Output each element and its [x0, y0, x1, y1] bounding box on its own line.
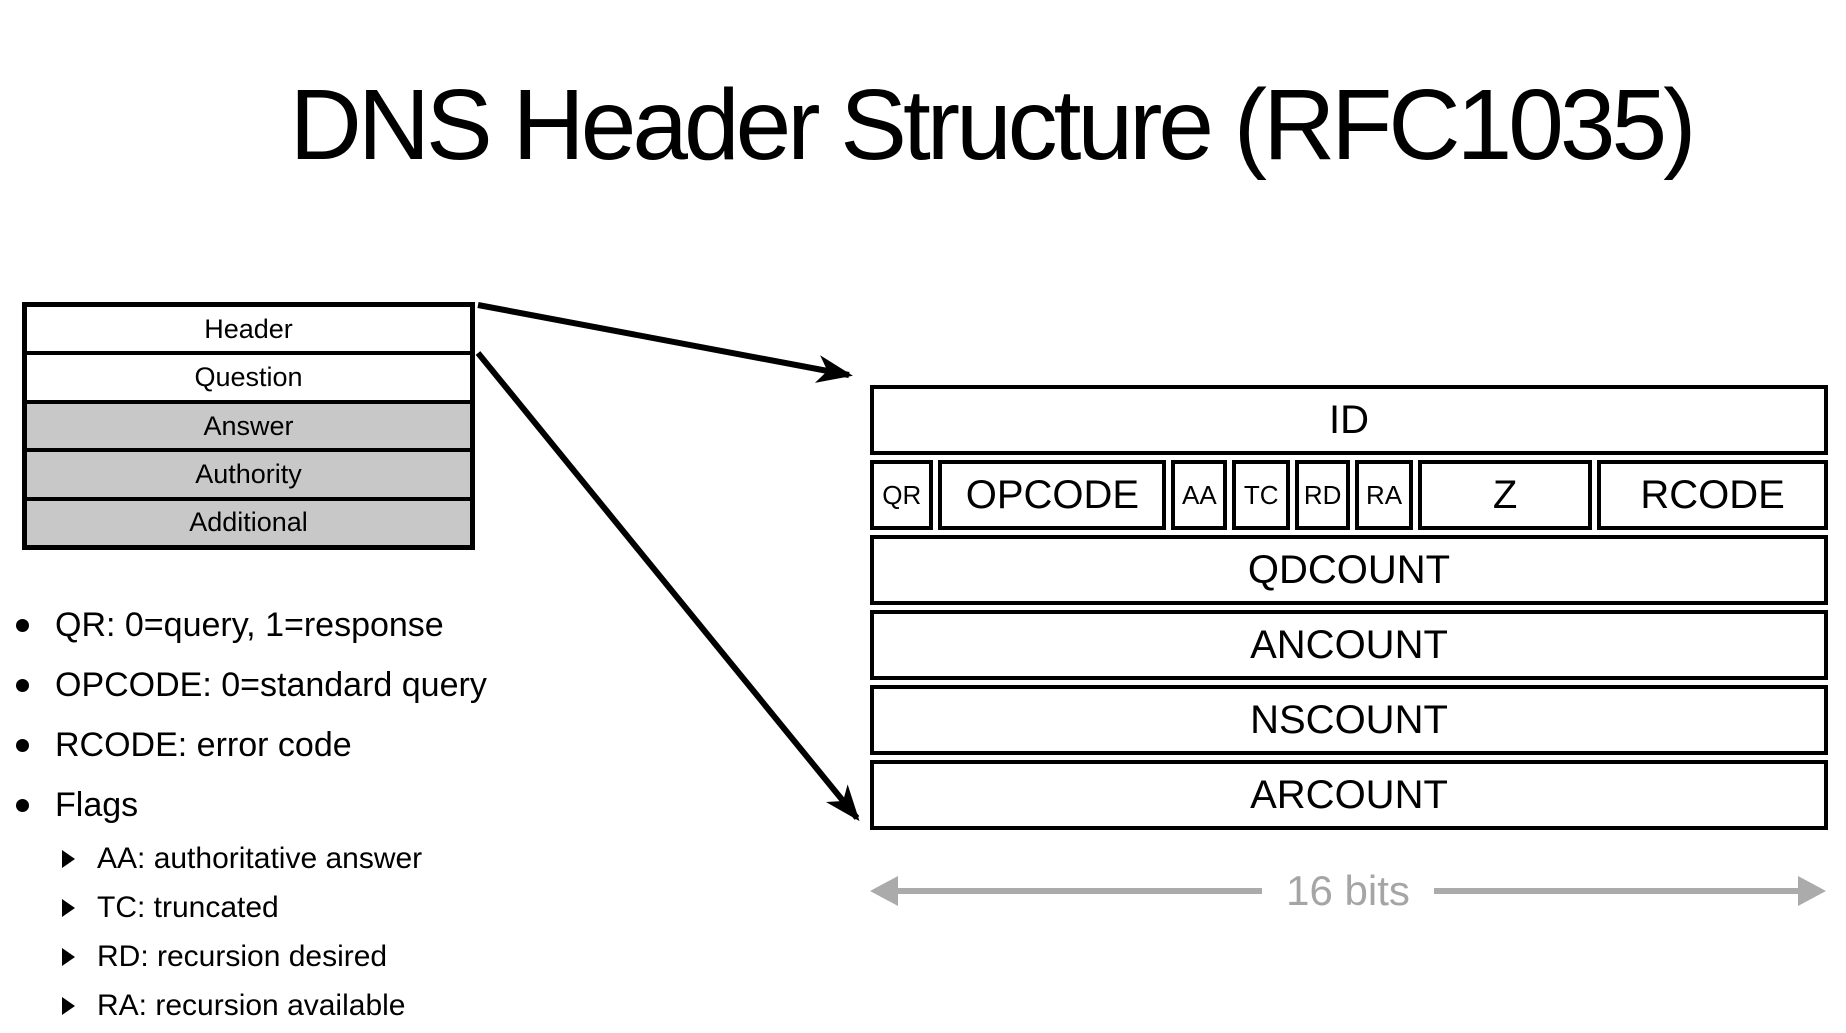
triangle-bullet-icon	[62, 899, 75, 917]
flag-cell-aa: AA	[1171, 460, 1228, 530]
flag-note-item: RD: recursion desired	[60, 938, 710, 975]
bullet-dot-icon	[16, 619, 29, 632]
field-label: ANCOUNT	[1250, 622, 1448, 667]
note-text: RA: recursion available	[97, 989, 406, 1022]
bit-width-label: 16 bits	[1286, 867, 1410, 914]
note-text: TC: truncated	[97, 891, 279, 924]
bullet-dot-icon	[16, 739, 29, 752]
measure-line-left	[898, 888, 1263, 894]
note-item: Flags	[10, 784, 710, 826]
msg-row-label: Authority	[195, 458, 302, 489]
msg-row-label: Question	[194, 362, 303, 393]
field-row-arcount: ARCOUNT	[870, 760, 1828, 830]
flag-cell-rd: RD	[1295, 460, 1351, 530]
triangle-bullet-icon	[62, 948, 75, 966]
msg-row-label: Answer	[203, 410, 294, 441]
message-structure-table: Header Question Answer Authority Additio…	[22, 302, 475, 550]
triangle-bullet-icon	[62, 997, 75, 1015]
msg-row-question: Question	[27, 351, 470, 400]
msg-row-header: Header	[27, 307, 470, 352]
note-item: QR: 0=query, 1=response	[10, 604, 710, 646]
note-text: Flags	[55, 786, 139, 824]
note-text: OPCODE: 0=standard query	[55, 666, 487, 704]
flag-cell-z: Z	[1417, 460, 1593, 530]
msg-row-answer: Answer	[27, 399, 470, 449]
note-item: RCODE: error code	[10, 724, 710, 766]
note-text: RCODE: error code	[55, 726, 352, 764]
bit-width-measure: 16 bits	[870, 867, 1826, 915]
flag-cell-rcode: RCODE	[1597, 460, 1828, 530]
field-label: ARCOUNT	[1250, 772, 1448, 817]
measure-line-right	[1433, 888, 1798, 894]
page-title: DNS Header Structure (RFC1035)	[289, 69, 1697, 181]
msg-row-label: Additional	[189, 507, 308, 538]
notes-list: QR: 0=query, 1=response OPCODE: 0=standa…	[10, 604, 710, 844]
flag-notes-list: AA: authoritative answer TC: truncated R…	[60, 840, 710, 1033]
msg-row-label: Header	[204, 313, 293, 344]
flag-note-item: AA: authoritative answer	[60, 840, 710, 877]
right-arrowhead-icon	[1798, 876, 1826, 906]
field-label: NSCOUNT	[1250, 697, 1448, 742]
msg-row-additional: Additional	[27, 496, 470, 546]
bullet-dot-icon	[16, 799, 29, 812]
flags-row: QR OPCODE AA TC RD RA Z RCODE	[870, 460, 1828, 530]
expansion-arrow-top	[477, 302, 853, 383]
flag-cell-tc: TC	[1232, 460, 1291, 530]
flag-cell-opcode: OPCODE	[938, 460, 1167, 530]
flag-note-item: TC: truncated	[60, 889, 710, 926]
dns-header-table: ID QR OPCODE AA TC RD RA Z RCODE QDCOUNT…	[870, 385, 1828, 830]
left-arrowhead-icon	[870, 876, 898, 906]
flag-note-item: RA: recursion available	[60, 987, 710, 1024]
flag-cell-ra: RA	[1355, 460, 1413, 530]
field-row-nscount: NSCOUNT	[870, 685, 1828, 755]
triangle-bullet-icon	[62, 850, 75, 868]
flag-cell-qr: QR	[870, 460, 934, 530]
field-row-id: ID	[870, 385, 1828, 455]
note-text: QR: 0=query, 1=response	[55, 606, 444, 644]
bullet-dot-icon	[16, 679, 29, 692]
note-text: RD: recursion desired	[97, 940, 388, 973]
msg-row-authority: Authority	[27, 448, 470, 497]
field-row-ancount: ANCOUNT	[870, 610, 1828, 680]
field-label: ID	[1329, 397, 1369, 442]
note-item: OPCODE: 0=standard query	[10, 664, 710, 706]
field-label: QDCOUNT	[1247, 547, 1451, 592]
field-row-qdcount: QDCOUNT	[870, 535, 1828, 605]
note-text: AA: authoritative answer	[97, 842, 423, 875]
